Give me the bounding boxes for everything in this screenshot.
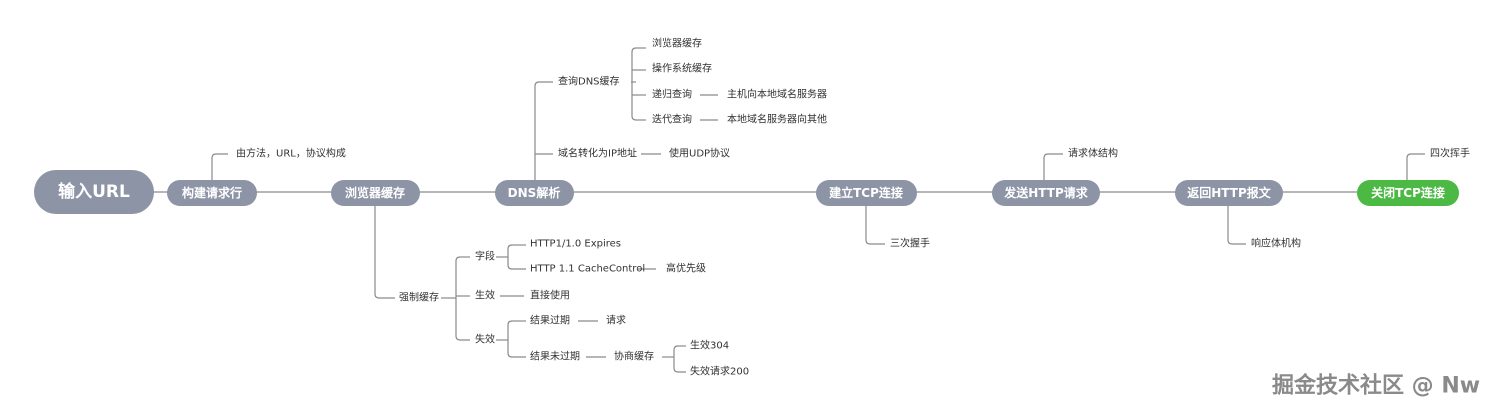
leaf-use-direct: 直接使用 xyxy=(530,289,570,302)
node-return-http: 返回HTTP报文 xyxy=(1175,180,1283,206)
node-close-label: 关闭TCP连接 xyxy=(1371,185,1445,200)
leaf-close-wave: 四次挥手 xyxy=(1430,147,1470,160)
leaf-negotiate: 协商缓存 xyxy=(614,350,654,363)
leaf-invalid: 失效 xyxy=(475,333,495,346)
leaf-resp-body: 响应体机构 xyxy=(1251,237,1301,250)
leaf-priority: 高优先级 xyxy=(666,262,706,275)
node-browser-cache: 浏览器缓存 xyxy=(331,180,420,206)
leaf-tcp-handshake: 三次握手 xyxy=(890,237,930,250)
node-cache-label: 浏览器缓存 xyxy=(345,185,405,200)
leaf-ok304: 生效304 xyxy=(690,339,729,352)
node-root-label: 输入URL xyxy=(58,181,130,202)
leaf-expired: 结果过期 xyxy=(530,314,570,327)
leaf-http10: HTTP1/1.0 Expires xyxy=(530,239,621,250)
leaf-http11: HTTP 1.1 CacheControl xyxy=(530,264,645,275)
leaf-dns-udp: 使用UDP协议 xyxy=(669,147,730,160)
node-cache-bg xyxy=(331,180,420,206)
leaf-send-body: 请求体结构 xyxy=(1068,147,1118,160)
node-close-bg xyxy=(1357,180,1459,206)
leaf-build-desc: 由方法，URL，协议构成 xyxy=(236,147,346,160)
node-build-bg xyxy=(167,180,257,206)
node-send-http: 发送HTTP请求 xyxy=(992,180,1100,206)
node-dns-resolve: DNS解析 xyxy=(495,180,574,206)
leaf-effective: 生效 xyxy=(475,289,495,302)
node-dns-bg xyxy=(495,180,574,206)
node-resp-label: 返回HTTP报文 xyxy=(1187,185,1271,200)
node-send-bg xyxy=(992,180,1100,206)
node-tcp-bg xyxy=(816,180,917,206)
node-build-request-line: 构建请求行 xyxy=(167,180,257,206)
leaf-dns-recursive: 递归查询 xyxy=(652,88,692,101)
node-tcp-connect: 建立TCP连接 xyxy=(816,180,917,206)
node-close-tcp: 关闭TCP连接 xyxy=(1357,180,1459,206)
leaf-dns-query: 查询DNS缓存 xyxy=(558,75,620,88)
leaf-dns-browser-cache: 浏览器缓存 xyxy=(652,37,702,50)
node-send-label: 发送HTTP请求 xyxy=(1003,185,1088,200)
leaf-dns-convert: 域名转化为IP地址 xyxy=(558,147,637,160)
watermark: 掘金技术社区 @ Nw xyxy=(1272,373,1480,399)
leaf-dns-iterative: 迭代查询 xyxy=(652,113,692,126)
leaf-fail200: 失效请求200 xyxy=(690,365,749,378)
node-root-bg xyxy=(34,170,154,214)
connectors xyxy=(211,47,1425,373)
node-build-label: 构建请求行 xyxy=(182,185,242,200)
leaf-field: 字段 xyxy=(475,250,495,263)
node-resp-bg xyxy=(1175,180,1283,206)
node-tcp-label: 建立TCP连接 xyxy=(828,185,903,200)
leaf-dns-iterative-desc: 本地域名服务器向其他 xyxy=(727,113,827,126)
node-dns-label: DNS解析 xyxy=(508,185,561,200)
leaf-cache-strong: 强制缓存 xyxy=(399,291,439,304)
node-root: 输入URL xyxy=(34,170,154,214)
leaf-dns-recursive-desc: 主机向本地域名服务器 xyxy=(727,88,827,101)
leaf-request: 请求 xyxy=(606,314,626,327)
leaf-dns-os-cache: 操作系统缓存 xyxy=(652,62,712,75)
leaf-not-expired: 结果未过期 xyxy=(530,350,580,363)
